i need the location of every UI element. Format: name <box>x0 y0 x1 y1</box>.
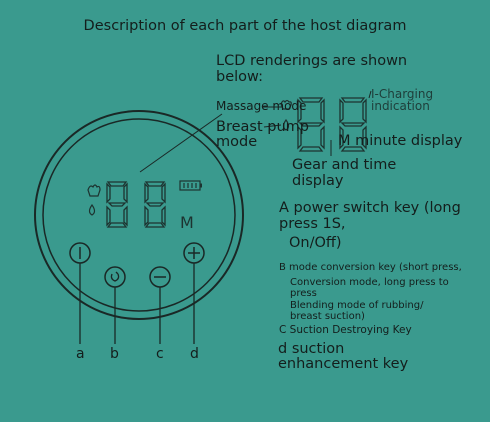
key-a-onoff: On/Off) <box>289 235 342 251</box>
lcd-droplet-icon <box>282 118 290 131</box>
key-a-line-2: press 1S, <box>279 216 346 232</box>
gear-time-display-label: Gear and time display <box>292 157 396 189</box>
mode-button[interactable] <box>104 266 126 288</box>
breast-pump-mode-label: Breast pump mode <box>216 120 309 150</box>
minus-button[interactable] <box>149 266 171 288</box>
button-letter-d: d <box>190 346 199 362</box>
gear-time-line-1: Gear and time <box>292 157 397 173</box>
key-a-description: A power switch key (long press 1S, <box>279 200 461 232</box>
lcd-connector-line <box>139 113 223 173</box>
lcd-heading: LCD renderings are shown below: <box>216 53 407 85</box>
minute-indicator-m: M <box>180 213 194 232</box>
key-b-description: B mode conversion key (short press, <box>279 262 462 273</box>
lcd-digit-2 <box>339 97 367 152</box>
massage-mode-label: Massage mode <box>216 99 307 113</box>
lcd-heading-line-1: LCD renderings are shown <box>216 53 408 69</box>
breast-pump-mode-line-1: Breast pump <box>216 119 309 135</box>
key-a-line-1: A power switch key (long <box>279 200 461 216</box>
battery-icon <box>179 180 202 191</box>
key-b-conversion-mode: Conversion mode, long press to press <box>290 277 449 299</box>
button-letter-c: c <box>156 346 164 362</box>
key-d-line-1: d suction <box>278 341 345 357</box>
device-digit-2 <box>144 181 166 228</box>
key-b-conversion-line-2: press <box>290 288 317 299</box>
key-d-line-2: enhancement key <box>278 356 409 372</box>
key-d-description: d suction enhancement key <box>278 342 408 372</box>
lcd-digit-1 <box>297 97 325 152</box>
lcd-rendering <box>263 90 372 156</box>
charging-indication-line-2: indication <box>371 99 430 113</box>
gear-time-line-2: display <box>292 173 344 189</box>
m-minute-display-label: M minute display <box>338 133 463 149</box>
power-button[interactable] <box>69 242 91 264</box>
lcd-massage-icon <box>280 99 292 110</box>
breast-pump-mode-icon <box>88 203 96 216</box>
button-letter-a: a <box>76 346 85 362</box>
lcd-heading-line-2: below: <box>216 69 263 85</box>
key-b-blending-line-1: Blending mode of rubbing/ <box>290 300 424 311</box>
charging-indication-label: I-Charging indication <box>371 88 433 112</box>
device-inner-ring <box>42 118 236 312</box>
massage-mode-icon <box>87 184 101 197</box>
plus-button[interactable] <box>183 242 205 264</box>
button-leader-lines <box>79 263 195 344</box>
key-b-conversion-line-1: Conversion mode, long press to <box>290 277 449 288</box>
button-letter-b: b <box>110 346 119 362</box>
key-c-description: C Suction Destroying Key <box>279 324 412 336</box>
diagram-title: Description of each part of the host dia… <box>83 18 407 34</box>
device-lcd <box>87 180 202 228</box>
device-digit-1 <box>106 181 128 228</box>
device-outer-ring <box>34 110 244 320</box>
key-b-blending-line-2: breast suction) <box>290 311 365 322</box>
key-b-blending-mode: Blending mode of rubbing/ breast suction… <box>290 300 423 322</box>
charging-indication-line-1: I-Charging <box>371 87 434 101</box>
breast-pump-mode-line-2: mode <box>216 134 258 150</box>
